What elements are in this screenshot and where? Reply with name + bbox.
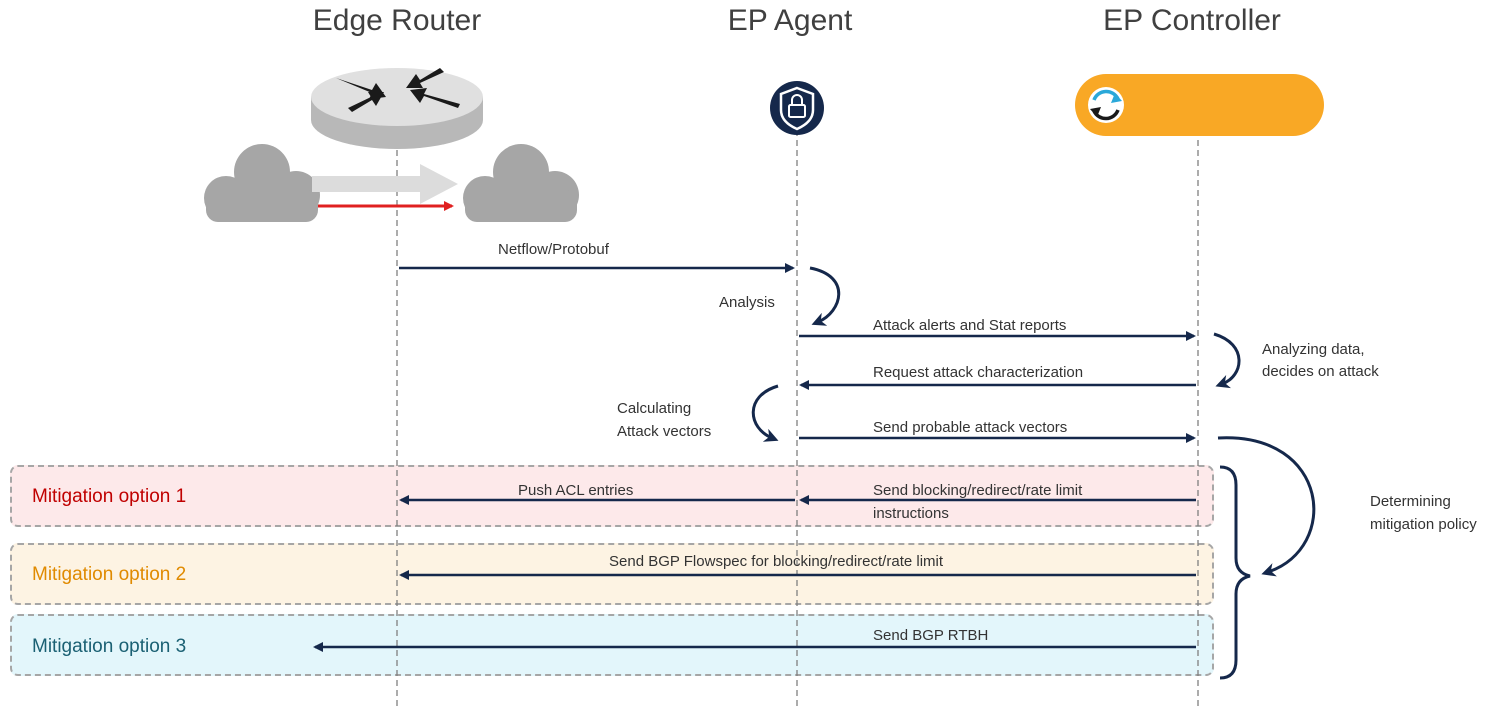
- analyzing-curve: [1213, 332, 1241, 389]
- rtbh-label: Send BGP RTBH: [873, 627, 989, 644]
- mitigation-band-3: [10, 614, 1214, 676]
- calculating-note-line2: Attack vectors: [617, 423, 712, 440]
- column-title-ep-controller: EP Controller: [1103, 4, 1281, 37]
- traffic-flow-arrow: [312, 164, 458, 204]
- send-vectors-label: Send probable attack vectors: [873, 419, 1068, 436]
- options-brace: [1219, 465, 1251, 680]
- mitigation-band-1: [10, 465, 1214, 527]
- column-title-edge-router: Edge Router: [312, 4, 482, 37]
- mitigation-option-1-label: Mitigation option 1: [32, 486, 187, 507]
- push-acl-label: Push ACL entries: [518, 482, 634, 499]
- cloud-icon-left: [204, 144, 320, 222]
- calculating-curve: [751, 384, 779, 442]
- determining-note-line1: Determining: [1370, 493, 1451, 510]
- router-icon: [311, 68, 483, 149]
- flowspec-label: Send BGP Flowspec for blocking/redirect/…: [609, 553, 944, 570]
- netflow-label: Netflow/Protobuf: [498, 241, 609, 258]
- attack-alerts-label: Attack alerts and Stat reports: [873, 317, 1067, 334]
- shield-lock-icon: [770, 81, 824, 135]
- determining-curve: [1217, 436, 1316, 577]
- determining-note-line2: mitigation policy: [1370, 516, 1477, 533]
- blocking-label-line1: Send blocking/redirect/rate limit: [873, 482, 1083, 499]
- blocking-label-line2: instructions: [873, 505, 949, 522]
- controller-pill: [1075, 74, 1324, 136]
- mitigation-option-2-label: Mitigation option 2: [32, 564, 187, 585]
- request-char-label: Request attack characterization: [873, 364, 1084, 381]
- mitigation-option-3-label: Mitigation option 3: [32, 636, 187, 657]
- sync-icon: [1088, 87, 1124, 123]
- calculating-note-line1: Calculating: [617, 400, 692, 417]
- analysis-note: Analysis: [719, 294, 775, 311]
- column-title-ep-agent: EP Agent: [727, 4, 853, 37]
- analyzing-note-line2: decides on attack: [1262, 363, 1379, 380]
- analysis-curve: [809, 266, 841, 326]
- cloud-icon-right: [463, 144, 579, 222]
- analyzing-note-line1: Analyzing data,: [1262, 341, 1365, 358]
